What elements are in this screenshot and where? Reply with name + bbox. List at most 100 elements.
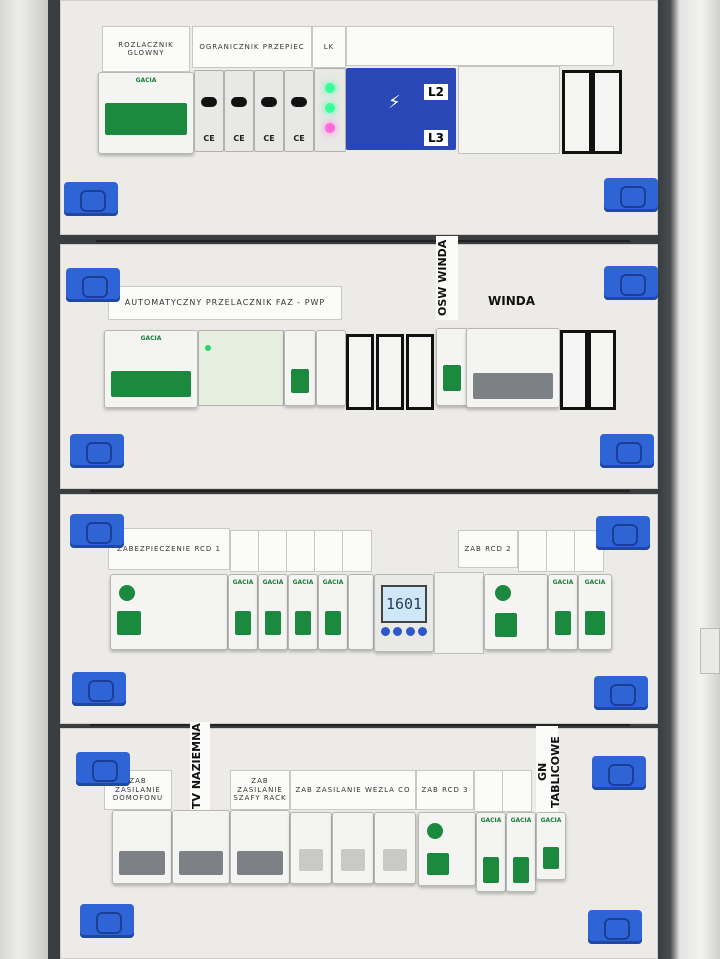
breaker-toggle[interactable] bbox=[443, 365, 461, 391]
breaker-toggle[interactable] bbox=[111, 371, 191, 397]
test-button-icon[interactable] bbox=[495, 585, 511, 601]
spd-ce-mark: CE bbox=[293, 134, 305, 143]
breaker-toggle[interactable] bbox=[324, 611, 342, 635]
timer-buttons[interactable] bbox=[381, 627, 427, 639]
spd-module-4: CE bbox=[284, 70, 314, 152]
phase-label-l3: L3 bbox=[424, 130, 448, 146]
timer-button-icon[interactable] bbox=[393, 627, 403, 636]
phase-indicator-module bbox=[314, 68, 346, 152]
circuit-label bbox=[342, 530, 372, 572]
rcd-breaker-3p[interactable]: GACIA bbox=[104, 330, 198, 408]
breaker-toggle[interactable] bbox=[482, 857, 500, 883]
brand-label: GACIA bbox=[584, 579, 606, 586]
circuit-label bbox=[518, 530, 548, 572]
breaker-domofon[interactable] bbox=[112, 810, 172, 884]
rcd-3-breaker[interactable] bbox=[418, 812, 476, 886]
cabinet-left-frame bbox=[0, 0, 48, 959]
din-clip-icon bbox=[604, 266, 658, 300]
mcb-8[interactable]: GACIA bbox=[506, 812, 536, 892]
phase-monitor-blue: ⚡ L2 L3 bbox=[346, 68, 456, 150]
din-clip-icon bbox=[596, 516, 650, 550]
breaker-1p[interactable] bbox=[284, 330, 316, 406]
mcb-gn[interactable]: GACIA bbox=[536, 812, 566, 880]
breaker-toggle[interactable] bbox=[341, 849, 365, 871]
breaker-tv[interactable] bbox=[172, 810, 230, 884]
label-lk: LK bbox=[312, 26, 346, 68]
test-button-icon[interactable] bbox=[119, 585, 135, 601]
breaker-co-1[interactable] bbox=[290, 812, 332, 884]
timer-button-icon[interactable] bbox=[405, 627, 415, 636]
din-clip-icon bbox=[588, 910, 642, 944]
breaker-toggle[interactable] bbox=[291, 369, 309, 393]
mcb-3[interactable]: GACIA bbox=[288, 574, 318, 650]
divider-rail bbox=[90, 490, 630, 492]
breaker-toggle[interactable] bbox=[383, 849, 407, 871]
circuit-label bbox=[258, 530, 288, 572]
blank-slot bbox=[588, 330, 616, 410]
din-clip-icon bbox=[70, 434, 124, 468]
breaker-toggle[interactable] bbox=[119, 851, 165, 875]
blank-slot bbox=[406, 334, 434, 410]
spd-module-2: CE bbox=[224, 70, 254, 152]
breaker-toggle[interactable] bbox=[542, 847, 560, 869]
breaker-toggle[interactable] bbox=[179, 851, 223, 875]
blank-cover-1 bbox=[458, 66, 560, 154]
mcb-7[interactable]: GACIA bbox=[476, 812, 506, 892]
circuit-label bbox=[502, 770, 532, 812]
breaker-co-3[interactable] bbox=[374, 812, 416, 884]
brand-label: GACIA bbox=[135, 77, 157, 84]
din-clip-icon bbox=[70, 514, 124, 548]
breaker-toggle[interactable] bbox=[585, 611, 605, 635]
blank-slot bbox=[376, 334, 404, 410]
breaker-toggle[interactable] bbox=[294, 611, 312, 635]
timer-display: 1601 bbox=[381, 585, 427, 623]
handwritten-gn-tablicowe: GN TABLICOWE bbox=[536, 726, 562, 818]
din-clip-icon bbox=[64, 182, 118, 216]
phase-label-l2: L2 bbox=[424, 84, 448, 100]
brand-label: GACIA bbox=[552, 579, 574, 586]
circuit-label bbox=[314, 530, 344, 572]
din-clip-icon bbox=[604, 178, 658, 212]
timer-module: 1601 bbox=[374, 574, 434, 652]
mcb-2[interactable]: GACIA bbox=[258, 574, 288, 650]
door-latch bbox=[700, 628, 720, 674]
spd-ce-mark: CE bbox=[263, 134, 275, 143]
breaker-toggle[interactable] bbox=[264, 611, 282, 635]
breaker-osw-winda[interactable] bbox=[436, 328, 468, 406]
breaker-toggle[interactable] bbox=[427, 853, 449, 875]
breaker-co-2[interactable] bbox=[332, 812, 374, 884]
divider-rail bbox=[96, 240, 630, 242]
timer-button-icon[interactable] bbox=[417, 627, 427, 636]
blank-slot bbox=[560, 330, 588, 410]
timer-button-icon[interactable] bbox=[381, 627, 390, 636]
handwritten-winda: WINDA bbox=[488, 294, 535, 308]
contactor-module bbox=[348, 574, 374, 650]
circuit-label bbox=[474, 770, 504, 812]
breaker-rack[interactable] bbox=[230, 810, 290, 884]
main-switch-toggle[interactable] bbox=[105, 103, 187, 135]
breaker-toggle[interactable] bbox=[117, 611, 141, 635]
handwritten-osw-winda: OSW WINDA bbox=[436, 236, 458, 320]
rcd-2-breaker[interactable] bbox=[484, 574, 548, 650]
rcd-1-breaker[interactable] bbox=[110, 574, 228, 650]
label-blank-1 bbox=[346, 26, 614, 66]
blank-cover-2 bbox=[434, 572, 484, 654]
breaker-toggle[interactable] bbox=[299, 849, 323, 871]
label-main-switch: ROZLACZNIK GLOWNY bbox=[102, 26, 190, 72]
test-button-icon[interactable] bbox=[427, 823, 443, 839]
breaker-toggle[interactable] bbox=[473, 373, 553, 399]
mcb-5[interactable]: GACIA bbox=[548, 574, 578, 650]
mcb-6[interactable]: GACIA bbox=[578, 574, 612, 650]
breaker-toggle[interactable] bbox=[495, 613, 517, 637]
breaker-toggle[interactable] bbox=[237, 851, 283, 875]
spd-module-3: CE bbox=[254, 70, 284, 152]
breaker-winda-3p[interactable] bbox=[466, 328, 560, 408]
breaker-toggle[interactable] bbox=[234, 611, 252, 635]
breaker-toggle[interactable] bbox=[554, 611, 572, 635]
breaker-toggle[interactable] bbox=[512, 857, 530, 883]
mcb-4[interactable]: GACIA bbox=[318, 574, 348, 650]
main-switch-breaker[interactable]: GACIA bbox=[98, 72, 194, 154]
brand-label: GACIA bbox=[292, 579, 314, 586]
mcb-1[interactable]: GACIA bbox=[228, 574, 258, 650]
led-green-icon bbox=[205, 345, 211, 351]
